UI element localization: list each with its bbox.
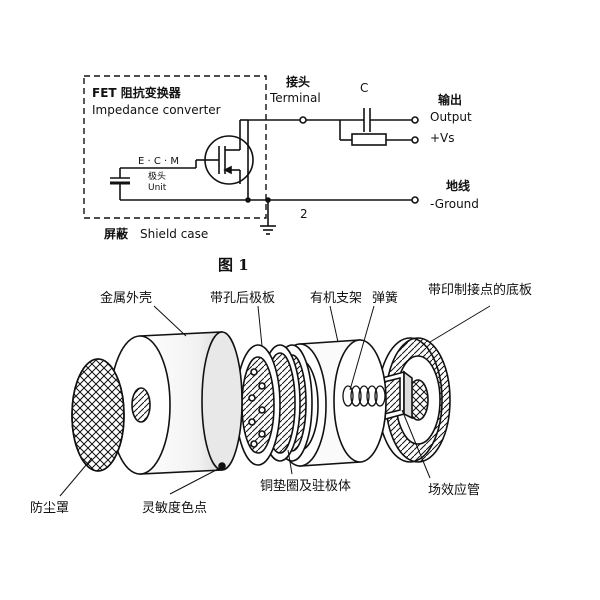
shell-sound-hole — [131, 387, 151, 423]
circuit-figure — [83, 75, 419, 235]
ground-label-en: -Ground — [430, 197, 479, 211]
ground-label-cn: 地线 — [446, 178, 470, 193]
exploded-view — [59, 305, 491, 497]
circuit-labels: FET 阻抗变换器 Impedance converter E · C · M … — [92, 74, 479, 274]
sensitivity-color-dot — [218, 462, 226, 470]
terminal-label-en: Terminal — [269, 91, 321, 105]
perforated-backplate — [235, 344, 281, 466]
label-pcb-with-contacts: 带印制接点的底板 — [428, 282, 532, 298]
pin-number: 2 — [300, 207, 308, 221]
label-copper-ring-electret: 铜垫圈及驻极体 — [260, 478, 351, 494]
leader-lines — [59, 305, 491, 497]
output-label-en: Output — [430, 110, 472, 124]
capsule-label-cn: 极头 — [148, 170, 166, 182]
dust-cover — [71, 358, 125, 472]
metal-shell — [109, 331, 243, 475]
label-organic-support: 有机支架 — [310, 291, 362, 306]
shield-label-en: Shield case — [140, 227, 208, 241]
vs-node — [411, 136, 419, 144]
label-sensitivity-dot: 灵敏度色点 — [142, 500, 207, 516]
fet-box-title-en: Impedance converter — [92, 103, 221, 117]
shield-label-cn: 屏蔽 — [103, 226, 129, 241]
label-dust-cover: 防尘罩 — [30, 500, 69, 516]
capacitor-symbol — [363, 108, 371, 132]
ground-node — [411, 196, 419, 204]
capsule-label-en: Unit — [148, 183, 167, 193]
label-metal-shell: 金属外壳 — [100, 290, 152, 306]
ecm-label: E · C · M — [138, 156, 179, 167]
spring — [342, 385, 386, 407]
figure-1-caption: 图 1 — [218, 256, 249, 274]
terminal-label-cn: 接头 — [286, 74, 310, 89]
fet-box-title-cn: FET 阻抗变换器 — [92, 85, 182, 100]
capacitor-label: C — [360, 81, 368, 95]
ecm-capsule-symbol — [110, 168, 130, 200]
resistor-symbol — [351, 133, 387, 146]
label-perforated-backplate: 带孔后极板 — [210, 291, 275, 306]
fet-dashed-box — [83, 75, 267, 219]
output-node — [411, 116, 419, 124]
label-fet: 场效应管 — [428, 482, 480, 498]
exploded-labels: 金属外壳 带孔后极板 有机支架 弹簧 带印制接点的底板 防尘罩 灵敏度色点 铜垫… — [30, 282, 532, 516]
terminal-node — [299, 116, 307, 124]
output-label-cn: 输出 — [438, 92, 462, 107]
vs-label: +Vs — [430, 131, 455, 145]
label-spring: 弹簧 — [372, 290, 398, 306]
